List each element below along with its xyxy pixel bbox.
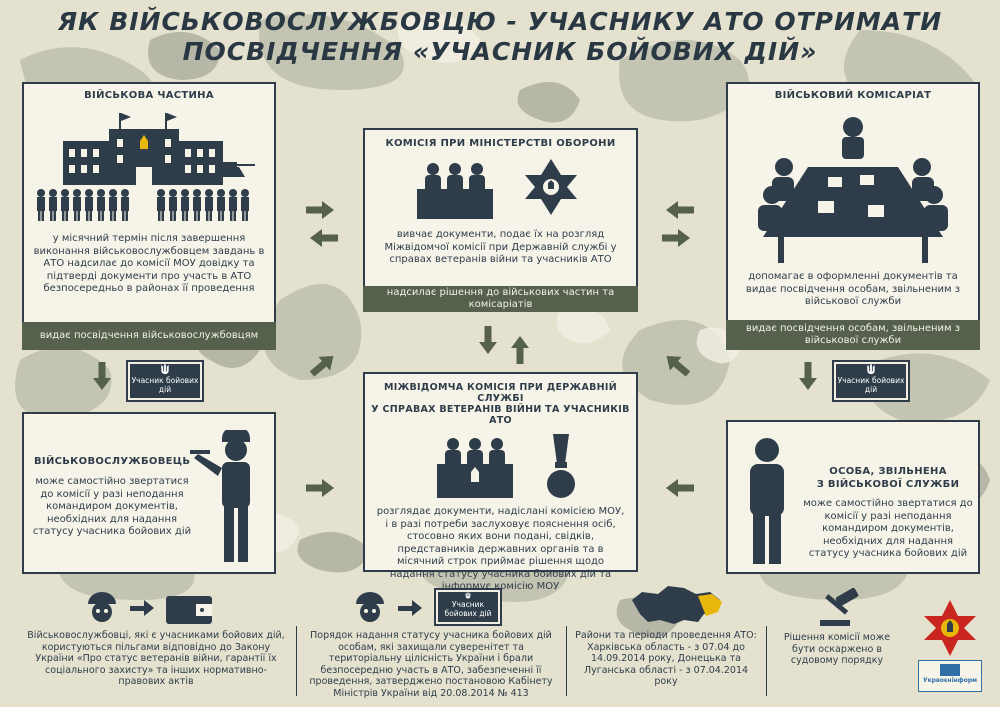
arrow-unit-to-soldier: [93, 362, 111, 390]
discharged-text: може самостійно звертатися до комісії у …: [803, 498, 973, 559]
soldier-icon: [190, 430, 250, 562]
arrow-soldier-to-interagency: [306, 479, 334, 497]
footer-divider-2: [566, 626, 567, 696]
arrow-unit-to-ministry: [306, 201, 334, 219]
commission-table-icon: [416, 159, 577, 219]
arrow-commissariat-to-person: [799, 362, 817, 390]
commissariat-band: видає посвідчення особам, звільненим з в…: [726, 320, 980, 350]
page-title-line-2: посвідчення «учасник бойових дій»: [182, 37, 818, 66]
ukrvoieninform-logo: Укрвоєнінформ: [918, 660, 982, 692]
military-unit-heading: Військова частина: [84, 90, 214, 101]
soldier-text: може самостійно звертатися до комісії у …: [32, 476, 192, 537]
arrow-ministry-to-interagency: [479, 326, 497, 354]
ministry-commission-heading: Комісія при міністерстві оборони: [385, 138, 616, 149]
footer-certificate-label: Учасник бойових дій: [444, 600, 492, 618]
interagency-table-icon: [436, 434, 575, 498]
logo-mark-icon: [940, 664, 960, 676]
footer-procedure-text: Порядок надання статусу учасника бойових…: [309, 630, 553, 699]
meeting-table-icon: [758, 117, 948, 263]
certificate-right: Учасник бойових дій: [832, 360, 910, 402]
footer-benefits-text: Військовослужбовці, які є учасниками бой…: [27, 630, 285, 687]
footer-certificate: Учасник бойових дій: [434, 588, 502, 626]
commissariat-text: допомагає в оформленні документів та вид…: [745, 271, 961, 307]
commissariat-heading: Військовий комісаріат: [774, 90, 932, 101]
discharged-panel: Особа, звільнена з військової служби мож…: [726, 420, 980, 574]
certificate-left-label: Учасник бойових дій: [131, 376, 199, 394]
person-icon: [750, 438, 784, 564]
arrow-ministry-to-unit: [310, 229, 338, 247]
military-unit-band: видає посвідчення військовослужбовцям: [22, 322, 276, 350]
arrow-to-ministry-left: [306, 349, 340, 381]
ministry-commission-text: вивчає документи, подає їх на розгляд Мі…: [384, 229, 617, 265]
trident-icon: [867, 364, 875, 375]
trident-icon: [465, 592, 471, 599]
soldier-head-icon: [88, 592, 116, 622]
military-unit-panel: Військова частина: [22, 82, 276, 350]
arrow-interagency-to-ministry: [511, 336, 529, 364]
soldier-panel: Військовослужбовець може самостійно звер…: [22, 412, 276, 574]
arrow-ministry-to-commissariat: [662, 229, 690, 247]
arrow-icon: [130, 600, 154, 616]
interagency-heading-line-1: Міжвідомча комісія при Державній службі: [383, 382, 618, 404]
interagency-heading-line-2: у справах ветеранів війни та учасників А…: [371, 404, 630, 426]
interagency-commission-panel: Міжвідомча комісія при Державній службі …: [363, 372, 638, 592]
footer-divider-1: [296, 626, 297, 696]
gavel-icon: [820, 588, 859, 626]
medal-icon: [546, 434, 575, 498]
footer-appeal-text: Рішення комісії може бути оскаржено в су…: [783, 632, 891, 666]
footer-benefits-icons: [88, 592, 212, 624]
soldier-heading: Військовослужбовець: [34, 456, 191, 467]
discharged-heading-line-2: з військової служби: [816, 479, 960, 490]
arrow-to-ministry-right: [660, 349, 694, 381]
discharged-heading-line-1: Особа, звільнена: [829, 466, 947, 477]
certificate-left: Учасник бойових дій: [126, 360, 204, 402]
military-unit-text: у місячний термін після завершення викон…: [33, 233, 265, 294]
ministry-cross-emblem-icon: [924, 600, 976, 656]
arrow-person-to-interagency: [666, 479, 694, 497]
footer-regions-text: Райони та періоди проведення АТО: Харків…: [575, 630, 757, 687]
military-building-icon: [37, 113, 255, 221]
footer-divider-3: [766, 626, 767, 696]
ministry-commission-band: надсилає рішення до військових частин та…: [363, 286, 638, 312]
wallet-icon: [166, 596, 212, 624]
arrow-commissariat-to-ministry: [666, 201, 694, 219]
page-title-line-1: Як військовослужбовцю - учаснику АТО отр…: [57, 7, 943, 36]
commissariat-panel: Військовий комісаріат допомагає в оформл…: [726, 82, 980, 350]
logo-text: Укрвоєнінформ: [922, 677, 978, 684]
certificate-right-label: Учасник бойових дій: [837, 376, 905, 394]
trident-icon: [161, 364, 169, 375]
footer-procedure-icons: [356, 592, 422, 622]
ukraine-map-icon: [632, 586, 722, 624]
interagency-text: розглядає документи, надіслані комісією …: [376, 506, 625, 592]
